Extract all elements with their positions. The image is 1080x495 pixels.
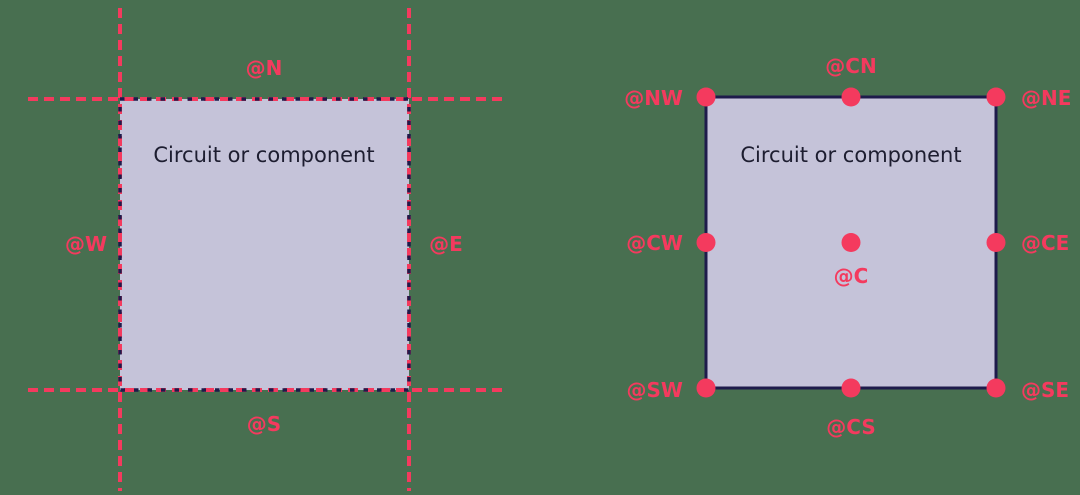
- anchor-label-se: @SE: [1021, 378, 1069, 402]
- anchor-dot-c: [841, 233, 861, 252]
- anchor-label-w: @W: [65, 232, 107, 256]
- right-diagram-point-anchors: Circuit or component @NW @CN @NE @CW @C …: [624, 54, 1071, 439]
- anchor-label-c: @C: [834, 264, 869, 288]
- component-box-right-label: Circuit or component: [740, 143, 961, 167]
- anchor-label-sw: @SW: [627, 378, 683, 402]
- anchor-dot-cn: [841, 87, 861, 107]
- anchor-label-cw: @CW: [626, 231, 683, 255]
- anchor-label-s: @S: [247, 412, 281, 436]
- anchor-label-e: @E: [429, 232, 463, 256]
- anchor-label-cs: @CS: [826, 415, 875, 439]
- left-diagram-edge-anchors: Circuit or component @N @W @E @S: [28, 8, 506, 491]
- anchor-dot-cw: [696, 233, 716, 252]
- anchor-label-nw: @NW: [624, 86, 683, 110]
- anchor-dot-nw: [696, 87, 716, 107]
- component-box-left: [120, 99, 409, 390]
- anchor-dot-ce: [986, 233, 1006, 252]
- component-box-left-dashed-border: [118, 97, 411, 392]
- anchor-dot-cs: [841, 378, 861, 398]
- anchor-label-ne: @NE: [1021, 86, 1071, 110]
- anchor-dot-sw: [696, 378, 716, 398]
- anchor-dot-ne: [986, 87, 1006, 107]
- anchor-label-ce: @CE: [1021, 231, 1069, 255]
- component-box-left-label: Circuit or component: [153, 143, 374, 167]
- anchor-label-cn: @CN: [825, 54, 876, 78]
- anchor-label-n: @N: [246, 56, 283, 80]
- anchor-dot-se: [986, 378, 1006, 398]
